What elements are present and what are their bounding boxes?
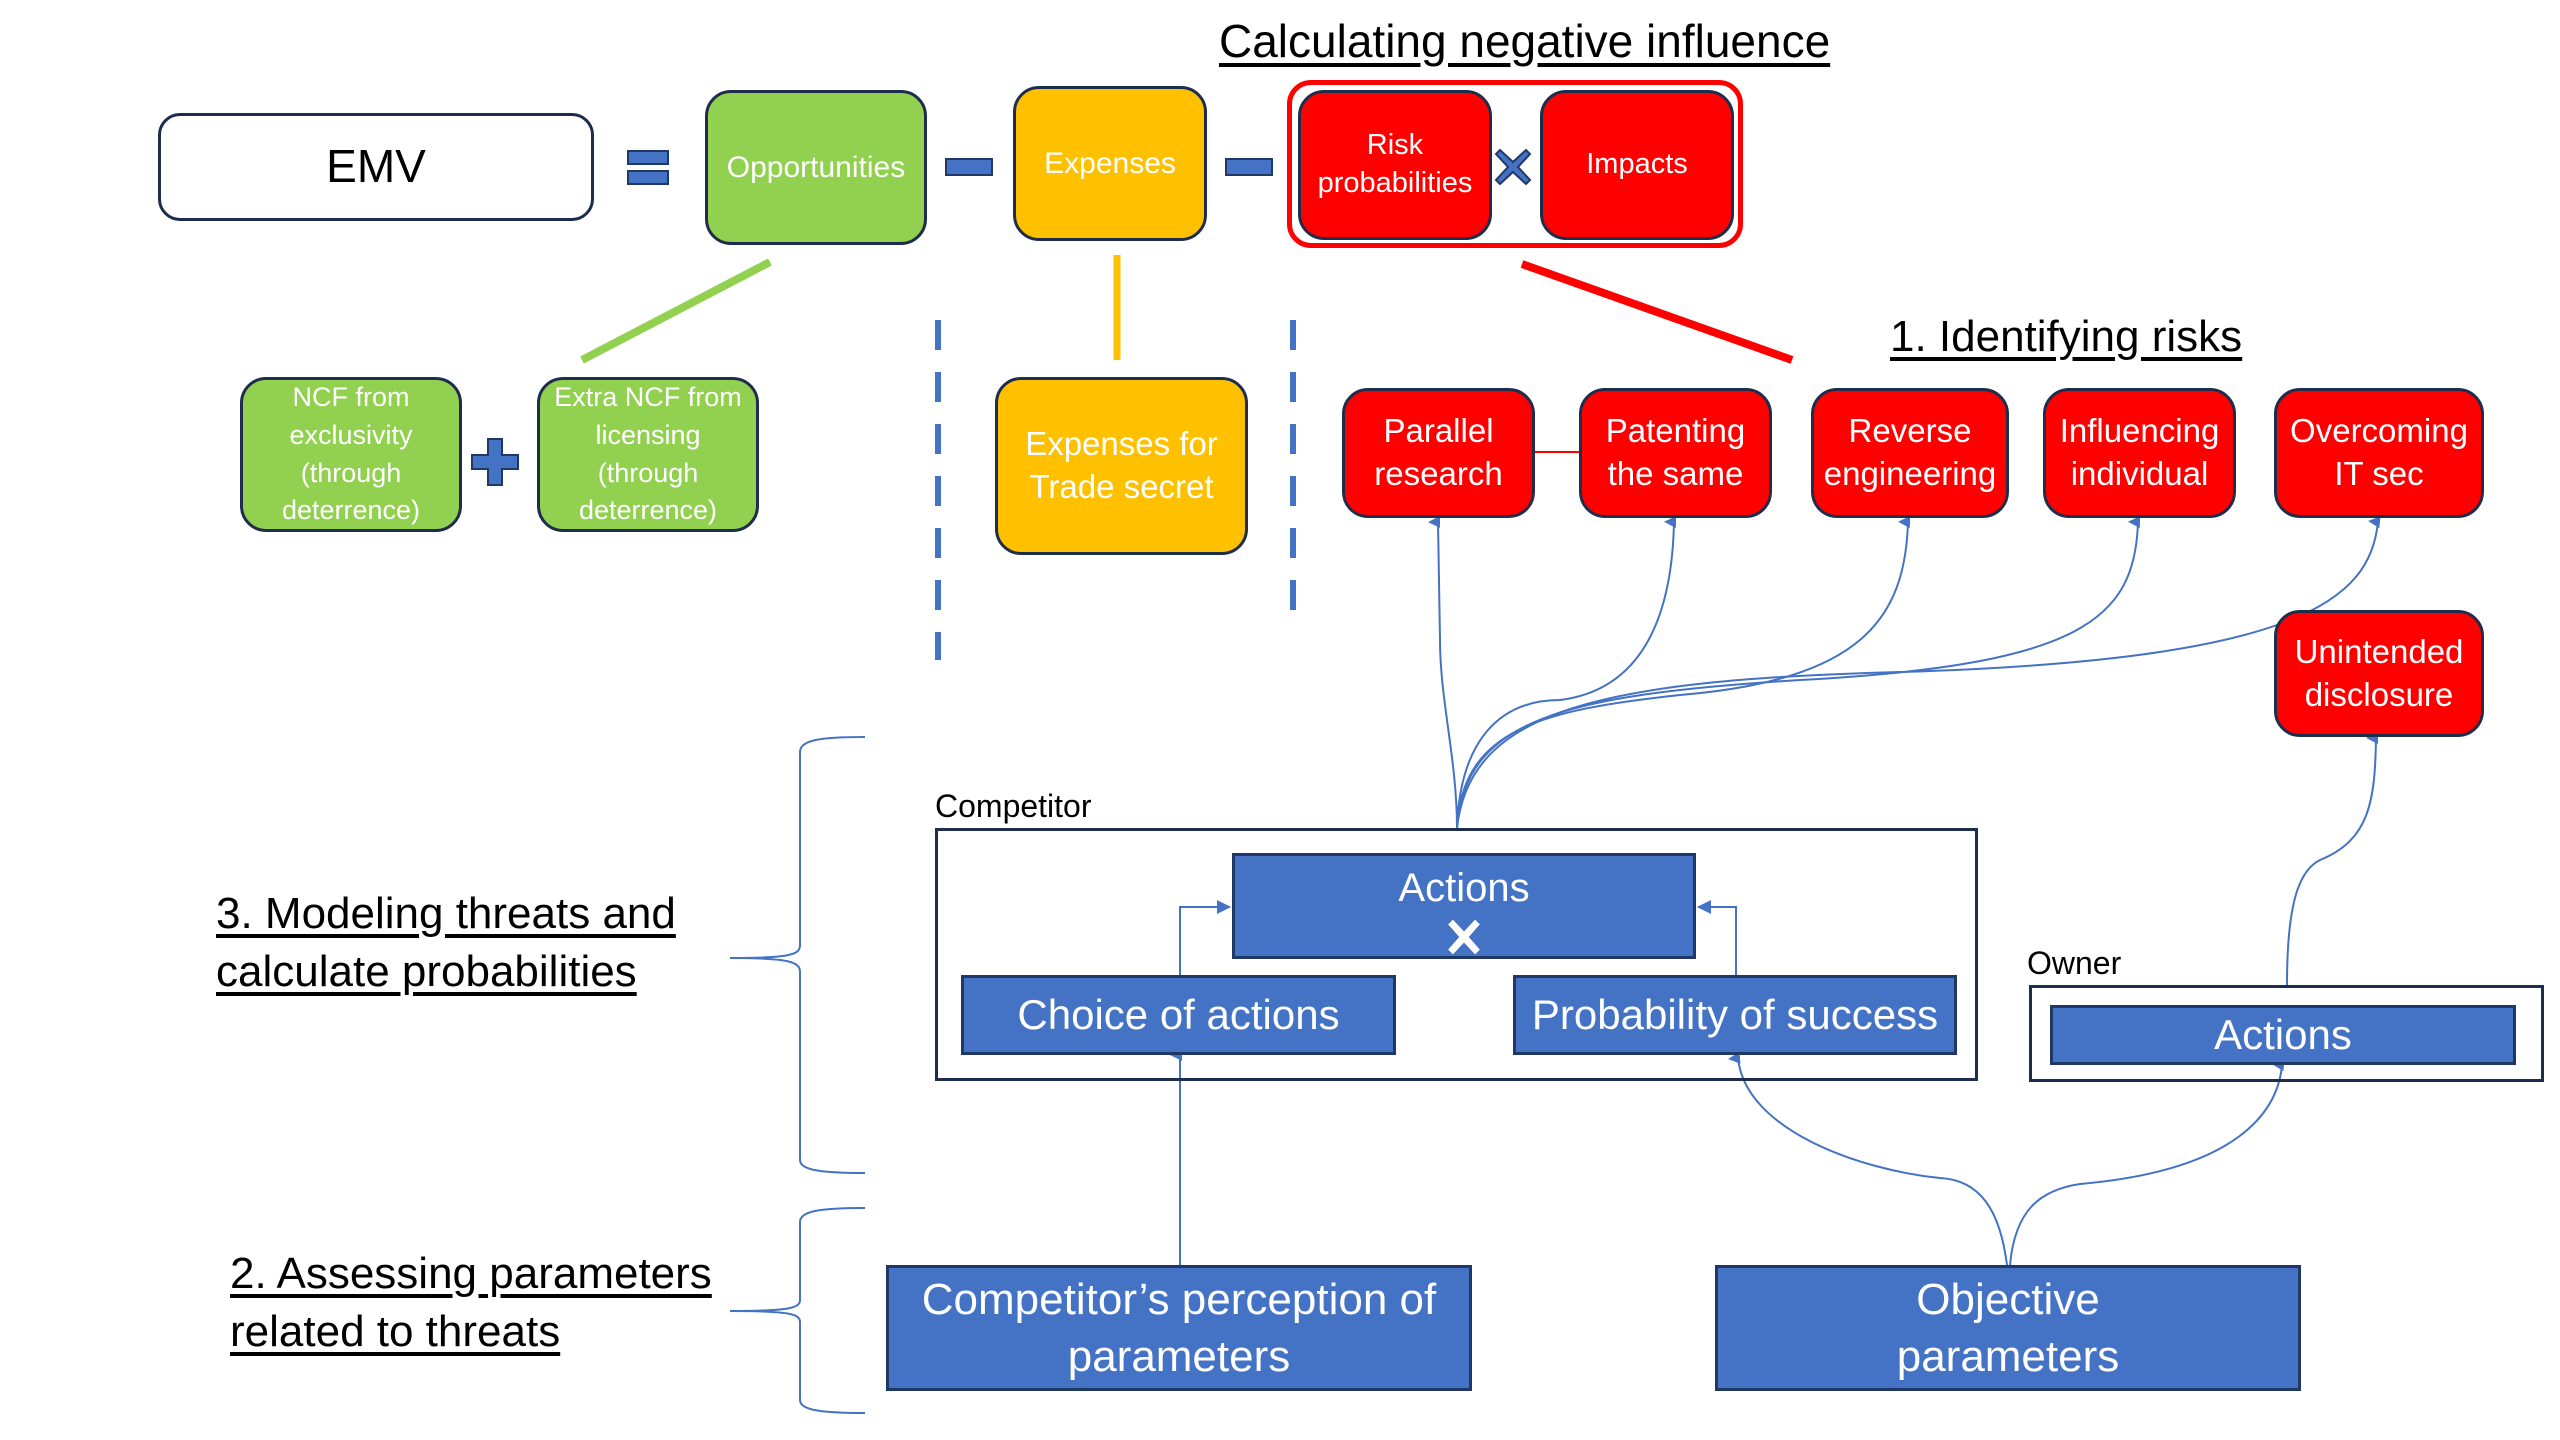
risk-parallel-research-line2: research — [1374, 455, 1503, 492]
arrow-to-influencing — [1456, 516, 2141, 829]
heading-modeling-line2: calculate probabilities — [216, 947, 637, 996]
expenses-trade-secret-line2: Trade secret — [1029, 468, 1214, 505]
arrow-objective-to-probability — [1728, 1051, 2008, 1266]
extra-ncf-line4: deterrence) — [578, 495, 718, 526]
equals-icon — [627, 150, 669, 186]
risk-it-sec-line2: IT sec — [2334, 455, 2424, 492]
risk-probabilities-line1: Risk — [1366, 129, 1424, 162]
competitor-actions-label: Actions — [1398, 866, 1530, 910]
heading-assessing-line2: related to threats — [230, 1307, 561, 1356]
arrow-to-parallel-research — [1428, 515, 1458, 829]
risk-reverse-engineering-line1: Reverse — [1848, 412, 1972, 450]
extra-ncf-line1: Extra NCF from — [554, 381, 742, 412]
heading-assessing-line1: 2. Assessing parameters — [230, 1249, 712, 1298]
risk-reverse-engineering: Reverse engineering — [1811, 388, 2009, 518]
heading-identifying-risks: 1. Identifying risks — [1890, 312, 2243, 361]
ncf-exclusivity-line2: exclusivity — [289, 419, 413, 450]
competitor-container — [935, 828, 1978, 1081]
expenses-label: Expenses — [1044, 147, 1176, 180]
emv-box: EMV — [158, 113, 594, 221]
heading-modeling-threats: 3. Modeling threats and calculate probab… — [216, 885, 676, 1001]
objective-parameters-box: Objective parameters — [1715, 1265, 2301, 1391]
arrow-choice-to-actions — [1179, 900, 1231, 975]
risk-parallel-research: Parallel research — [1342, 388, 1535, 518]
extra-ncf-line3: (through — [597, 457, 699, 488]
ncf-exclusivity-box: NCF from exclusivity (through deterrence… — [240, 377, 462, 532]
brace-modeling — [729, 736, 866, 1174]
minus-icon — [945, 158, 993, 176]
owner-actions-box: Actions — [2050, 1005, 2516, 1065]
risk-it-sec-line1: Overcoming — [2290, 412, 2468, 450]
choice-of-actions-box: Choice of actions — [961, 975, 1396, 1055]
risk-unintended-line2: disclosure — [2304, 675, 2454, 713]
impacts-label: Impacts — [1586, 148, 1688, 181]
risk-probabilities-line2: probabilities — [1317, 167, 1473, 199]
ncf-exclusivity-line1: NCF from — [292, 381, 410, 412]
extra-ncf-licensing-box: Extra NCF from licensing (through deterr… — [537, 377, 759, 532]
expenses-box: Expenses — [1013, 86, 1207, 241]
opportunities-breakdown-line — [580, 258, 772, 364]
ncf-exclusivity-line3: (through — [300, 457, 402, 488]
probability-of-success-box: Probability of success — [1513, 975, 1957, 1055]
minus-icon — [1225, 158, 1273, 176]
arrow-to-it-sec — [1456, 516, 2381, 829]
risk-patenting-the-same: Patenting the same — [1579, 388, 1772, 518]
competitor-perception-line1: Competitor’s perception of — [921, 1274, 1437, 1324]
choice-of-actions-label: Choice of actions — [1017, 990, 1340, 1038]
arrow-to-patenting — [1456, 516, 1677, 829]
risk-probabilities-box: Risk probabilities — [1298, 90, 1492, 240]
owner-container — [2029, 985, 2544, 1082]
ncf-exclusivity-line4: deterrence) — [281, 495, 421, 526]
competitor-label: Competitor — [935, 788, 1092, 824]
competitor-actions-box: Actions — [1232, 853, 1696, 959]
risk-reverse-engineering-line2: engineering — [1823, 455, 1997, 492]
impacts-box: Impacts — [1540, 90, 1734, 240]
objective-parameters-line1: Objective — [1916, 1274, 2100, 1324]
risk-unintended-disclosure: Unintended disclosure — [2274, 610, 2484, 737]
risk-patenting-line2: the same — [1607, 455, 1744, 492]
opportunities-box: Opportunities — [705, 90, 927, 245]
arrow-objective-to-owner-actions — [2009, 1059, 2285, 1266]
competitor-perception-box: Competitor’s perception of parameters — [886, 1265, 1472, 1391]
probability-of-success-label: Probability of success — [1531, 990, 1939, 1038]
plus-icon — [470, 437, 520, 487]
heading-modeling-line1: 3. Modeling threats and — [216, 889, 676, 938]
heading-assessing-parameters: 2. Assessing parameters related to threa… — [230, 1245, 712, 1361]
multiply-icon — [1494, 148, 1532, 186]
objective-parameters-line2: parameters — [1896, 1332, 2120, 1381]
heading-calculating-negative-influence: Calculating negative influence — [1219, 15, 1831, 67]
risk-influencing-individual: Influencing individual — [2043, 388, 2236, 518]
expenses-trade-secret-line1: Expenses for — [1025, 425, 1218, 463]
owner-label: Owner — [2027, 945, 2122, 981]
owner-actions-label: Actions — [2214, 1010, 2352, 1058]
multiply-icon — [1448, 919, 1480, 955]
emv-label: EMV — [326, 140, 426, 193]
opportunities-label: Opportunities — [726, 151, 906, 184]
extra-ncf-line2: licensing — [595, 419, 701, 450]
risk-parallel-research-line1: Parallel — [1383, 412, 1494, 450]
arrow-to-unintended-disclosure — [2286, 732, 2379, 986]
risk-unintended-line1: Unintended — [2294, 632, 2464, 670]
risk-influencing-line1: Influencing — [2059, 412, 2220, 450]
brace-assessing — [729, 1207, 866, 1414]
arrow-probability-to-actions — [1697, 900, 1737, 975]
risk-breakdown-line — [1520, 260, 1794, 364]
risk-influencing-line2: individual — [2070, 455, 2209, 492]
risk-overcoming-it-sec: Overcoming IT sec — [2274, 388, 2484, 518]
competitor-perception-line2: parameters — [1067, 1332, 1291, 1381]
risk-patenting-line1: Patenting — [1605, 412, 1746, 450]
expenses-trade-secret-box: Expenses for Trade secret — [995, 377, 1248, 555]
